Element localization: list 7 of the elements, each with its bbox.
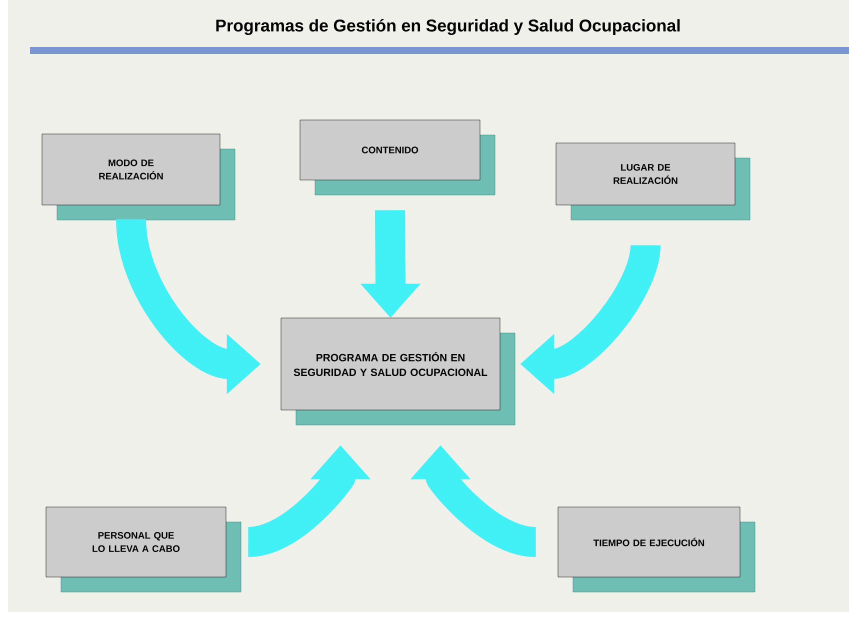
process-box: PERSONAL QUE LO LLEVA A CABO xyxy=(46,506,226,578)
process-box: PROGRAMA DE GESTIÓN EN SEGURIDAD Y SALUD OCUPACIONAL xyxy=(280,318,500,410)
process-box: LUGAR DE REALIZACIÓN xyxy=(556,142,736,206)
process-box: CONTENIDO xyxy=(300,120,480,180)
process-box: TIEMPO DE EJECUCIÓN xyxy=(558,506,740,578)
title: Programas de Gestión en Seguridad y Salud Ocupacional xyxy=(216,18,680,36)
process-box: MODO DE REALIZACIÓN xyxy=(42,134,220,206)
